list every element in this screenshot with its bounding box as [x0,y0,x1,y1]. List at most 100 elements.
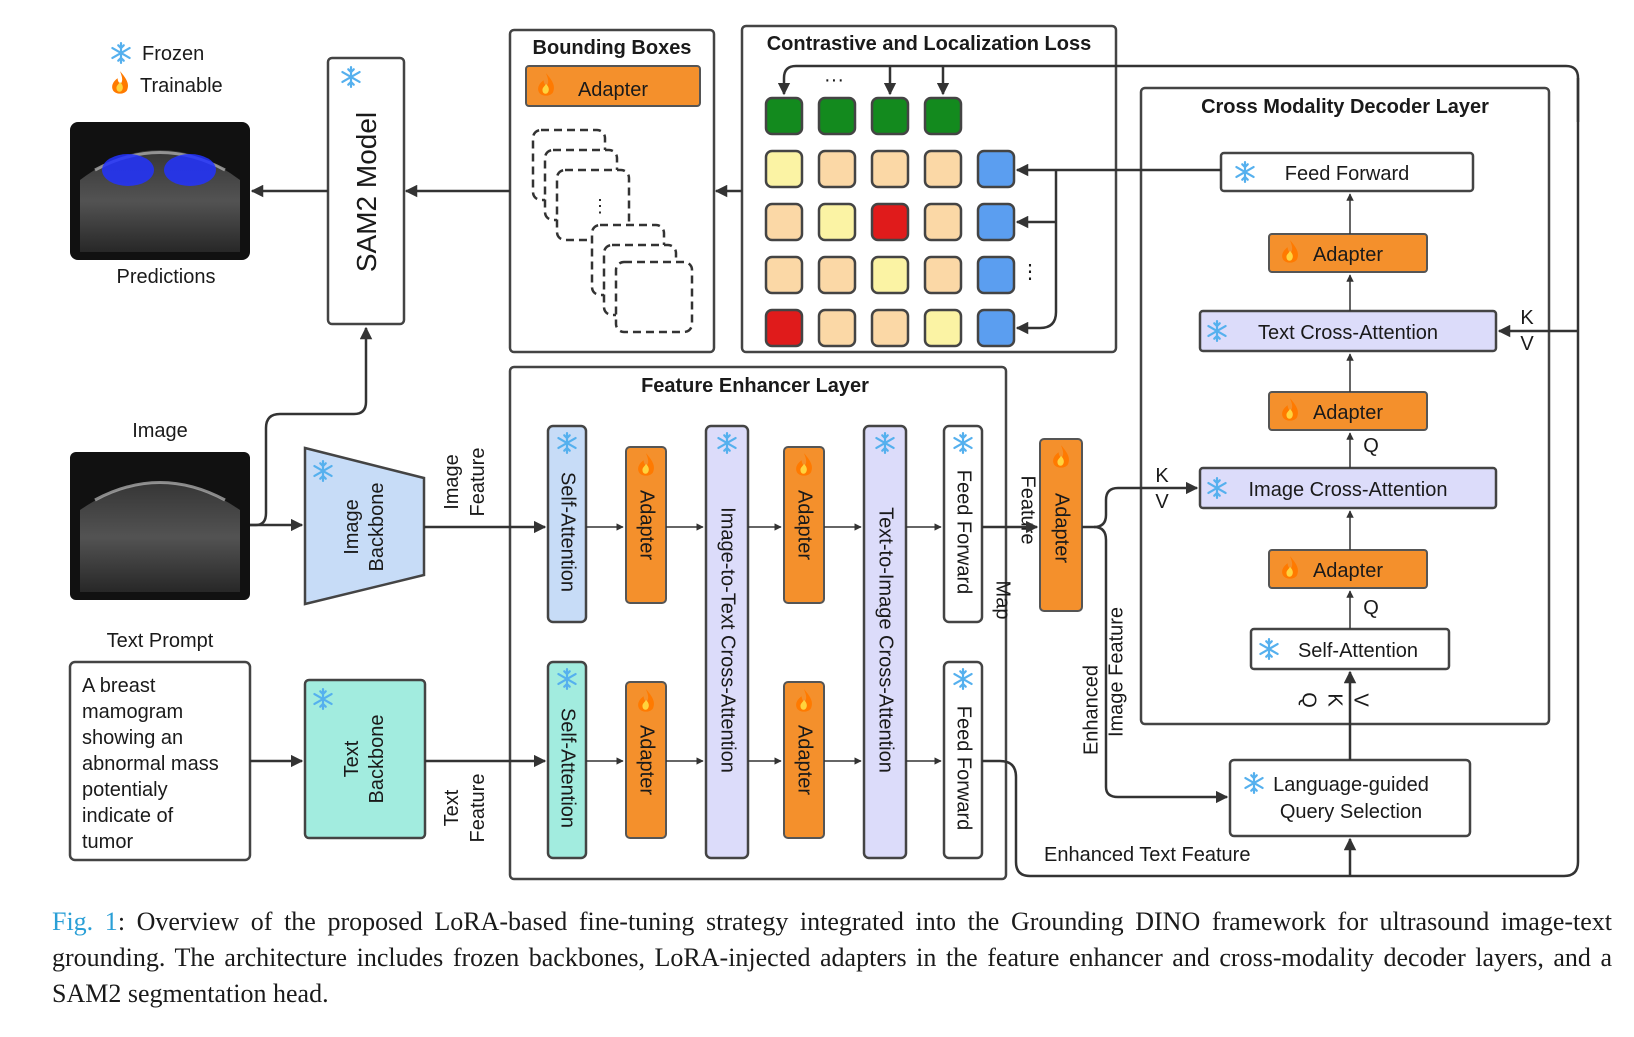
green-token [923,96,963,136]
similarity-cell [764,202,804,242]
text-self-attention [546,660,588,860]
enhanced-image-feature-label: Enhanced [1080,665,1102,755]
image-cross-attention-label: Image Cross-Attention [1249,479,1448,501]
architecture-diagram: Frozen Trainable Predictions Image Text … [68,24,1580,881]
image-feature-label: Image [441,454,463,510]
prompt-line: mamogram [82,701,183,723]
text-backbone [303,678,427,840]
decoder-adapter-label: Adapter [1313,402,1383,424]
similarity-cell [923,255,963,295]
green-token [817,96,857,136]
bbox-ellipsis: ⋮ [591,196,609,216]
text-cross-attention-label: Text Cross-Attention [1258,322,1438,344]
blue-token [976,255,1016,295]
text-cross-attention [1198,309,1498,353]
enhancer-adapter-label: Adapter [636,725,658,795]
text-prompt-content: A breast mamogram showing an abnormal ma… [82,675,219,853]
image-backbone-label: Image [341,499,363,555]
image-to-text-label: Image-to-Text Cross-Attention [717,507,739,773]
text-feature-label: Feature [467,774,489,843]
feature-enhancer-title: Feature Enhancer Layer [641,375,869,397]
query-arrows [777,64,1580,122]
legend-trainable: Trainable [140,75,223,97]
query-selection-box [1228,758,1472,838]
similarity-cell [817,308,857,348]
figure-caption: Fig. 1: Overview of the proposed LoRA-ba… [52,904,1612,1012]
flame-icon [112,71,128,94]
text-backbone-label: Backbone [366,715,388,804]
image-backbone-label: Backbone [366,483,388,572]
text-prompt-label: Text Prompt [107,630,214,652]
text-feature-label: Text [441,789,463,826]
prompt-line: potentialy [82,779,168,801]
similarity-cell [817,149,857,189]
query-selection-label: Query Selection [1280,801,1422,823]
enhancer-adapter-label: Adapter [636,490,658,560]
decoder-feed-forward [1219,151,1475,193]
snowflake-icon [111,42,131,64]
blue-token [976,308,1016,348]
similarity-cell [870,149,910,189]
prompt-line: abnormal mass [82,753,219,775]
dashed-boxes [531,128,694,334]
similarity-cell [870,308,910,348]
decoder-adapter-label: Adapter [1313,244,1383,266]
decoder-adapter [1268,391,1428,431]
token-grid [764,96,1016,348]
text-backbone-label: Text [341,740,363,777]
legend: Frozen Trainable [111,42,223,97]
caption-figure-number: Fig. 1 [52,907,118,936]
text-feed-forward-label: Feed Forward [953,706,975,831]
green-token [870,96,910,136]
contrastive-ellipsis-v: ⋮ [1020,261,1040,283]
contrastive-ellipsis: ··· [824,69,844,91]
v-label: V [1155,491,1169,513]
image-self-attention-label: Self-Attention [557,472,579,592]
image-feature-label: Feature [467,448,489,517]
enhancer-adapter-label: Adapter [794,725,816,795]
bbox-adapter-label: Adapter [578,79,648,101]
caption-text: : Overview of the proposed LoRA-based fi… [52,907,1613,1008]
enhancer-adapter [625,446,667,604]
image-label: Image [132,420,188,442]
q-label: Q [1363,435,1379,457]
blue-token [976,202,1016,242]
feature-map-label: Map [992,581,1014,620]
similarity-cell [764,308,804,348]
image-feed-forward-label: Feed Forward [953,470,975,595]
prompt-line: showing an [82,727,183,749]
text-to-image-label: Text-to-Image Cross-Attention [875,507,897,773]
predictions-label: Predictions [117,266,216,288]
enhanced-image-feature-label: Image Feature [1105,607,1127,737]
decoder-title: Cross Modality Decoder Layer [1201,96,1489,118]
image-to-text-cross-attention [704,424,750,860]
enhancer-adapter [783,446,825,604]
bounding-boxes-title: Bounding Boxes [533,37,692,59]
prompt-line: A breast [82,675,156,697]
input-image [70,452,250,600]
v-label: V [1520,333,1534,355]
contrastive-loss-panel [740,24,1118,354]
similarity-cell [870,202,910,242]
similarity-cell [923,149,963,189]
k-label: K [1520,307,1534,329]
feature-map-label: Feature [1017,476,1039,545]
query-selection-label: Language-guided [1273,774,1429,796]
similarity-cell [817,255,857,295]
image-feed-forward [942,424,984,624]
image-self-attention [546,424,588,624]
similarity-cell [817,202,857,242]
predictions-image [70,122,250,260]
similarity-cell [923,308,963,348]
decoder-adapter [1268,233,1428,273]
enhanced-text-feature-label: Enhanced Text Feature [1044,844,1250,866]
decoder-feed-forward-label: Feed Forward [1285,163,1410,185]
blue-token [976,149,1016,189]
v-label: V [1350,693,1372,707]
prompt-line: indicate of [82,805,174,827]
enhancer-adapter [783,681,825,839]
similarity-cell [764,255,804,295]
q-label: Q [1298,692,1320,708]
text-self-attention-label: Self-Attention [557,708,579,828]
